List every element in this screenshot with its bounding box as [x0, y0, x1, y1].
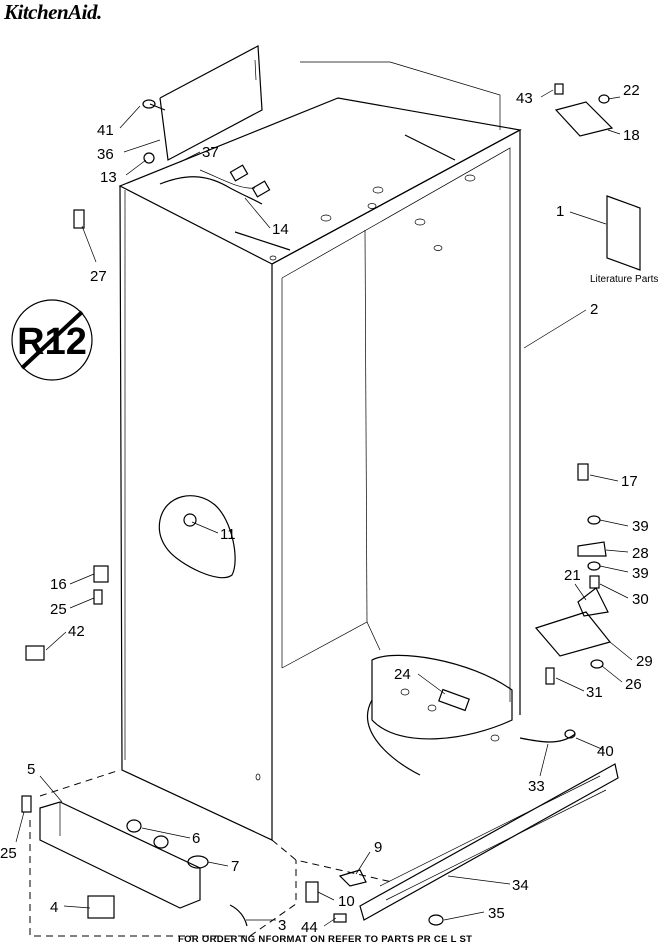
callout-24: 24 — [394, 666, 411, 683]
callout-40: 40 — [597, 743, 614, 760]
callout-33: 33 — [528, 778, 545, 795]
callout-44: 44 — [301, 919, 318, 936]
callout-1: 1 — [556, 203, 564, 220]
callout-42: 42 — [68, 623, 85, 640]
literature-parts-label: Literature Parts — [590, 274, 659, 285]
callout-26: 26 — [625, 676, 642, 693]
callout-30: 30 — [632, 591, 649, 608]
hardware-parts — [21, 83, 614, 927]
callout-43: 43 — [516, 90, 533, 107]
callout-14: 14 — [272, 221, 289, 238]
callout-25-left: 25 — [50, 601, 67, 618]
literature-part — [606, 195, 641, 271]
base-rail — [39, 801, 201, 909]
callout-16: 16 — [50, 576, 67, 593]
callout-4: 4 — [50, 899, 58, 916]
callout-13: 13 — [100, 169, 117, 186]
callout-29: 29 — [636, 653, 653, 670]
callout-22: 22 — [623, 82, 640, 99]
callout-2: 2 — [590, 301, 598, 318]
callout-28: 28 — [632, 545, 649, 562]
callout-11: 11 — [220, 526, 236, 543]
callout-6: 6 — [192, 830, 200, 847]
seal-text: R12 — [17, 321, 87, 363]
grille — [359, 763, 619, 921]
callout-3: 3 — [278, 917, 286, 934]
callout-37: 37 — [202, 144, 219, 161]
callout-27: 27 — [90, 268, 107, 285]
callout-41: 41 — [97, 122, 114, 139]
callout-39-lower: 39 — [632, 565, 649, 582]
callout-21: 21 — [564, 567, 581, 584]
dashed-assembly-outline — [39, 769, 121, 797]
leader-lines — [15, 89, 633, 927]
callout-31: 31 — [586, 684, 603, 701]
callout-9: 9 — [374, 839, 382, 856]
callout-34: 34 — [512, 877, 529, 894]
callout-36: 36 — [97, 146, 114, 163]
brand-logo: KitchenAid. — [4, 0, 102, 24]
callout-7: 7 — [231, 858, 239, 875]
r12-seal: R12 — [11, 299, 93, 381]
callout-25-bottom: 25 — [0, 845, 17, 862]
callout-10: 10 — [338, 893, 355, 910]
cabinet-body — [118, 45, 522, 841]
callout-labels: 43 22 18 41 36 37 13 14 27 1 2 11 17 39 … — [0, 82, 653, 936]
callout-17: 17 — [621, 473, 638, 490]
callout-39-upper: 39 — [632, 518, 649, 535]
callout-18: 18 — [623, 127, 640, 144]
callout-35: 35 — [488, 905, 505, 922]
callout-5: 5 — [27, 761, 35, 778]
footer-note: FOR ORDER NG NFORMAT ON REFER TO PARTS P… — [178, 934, 473, 945]
